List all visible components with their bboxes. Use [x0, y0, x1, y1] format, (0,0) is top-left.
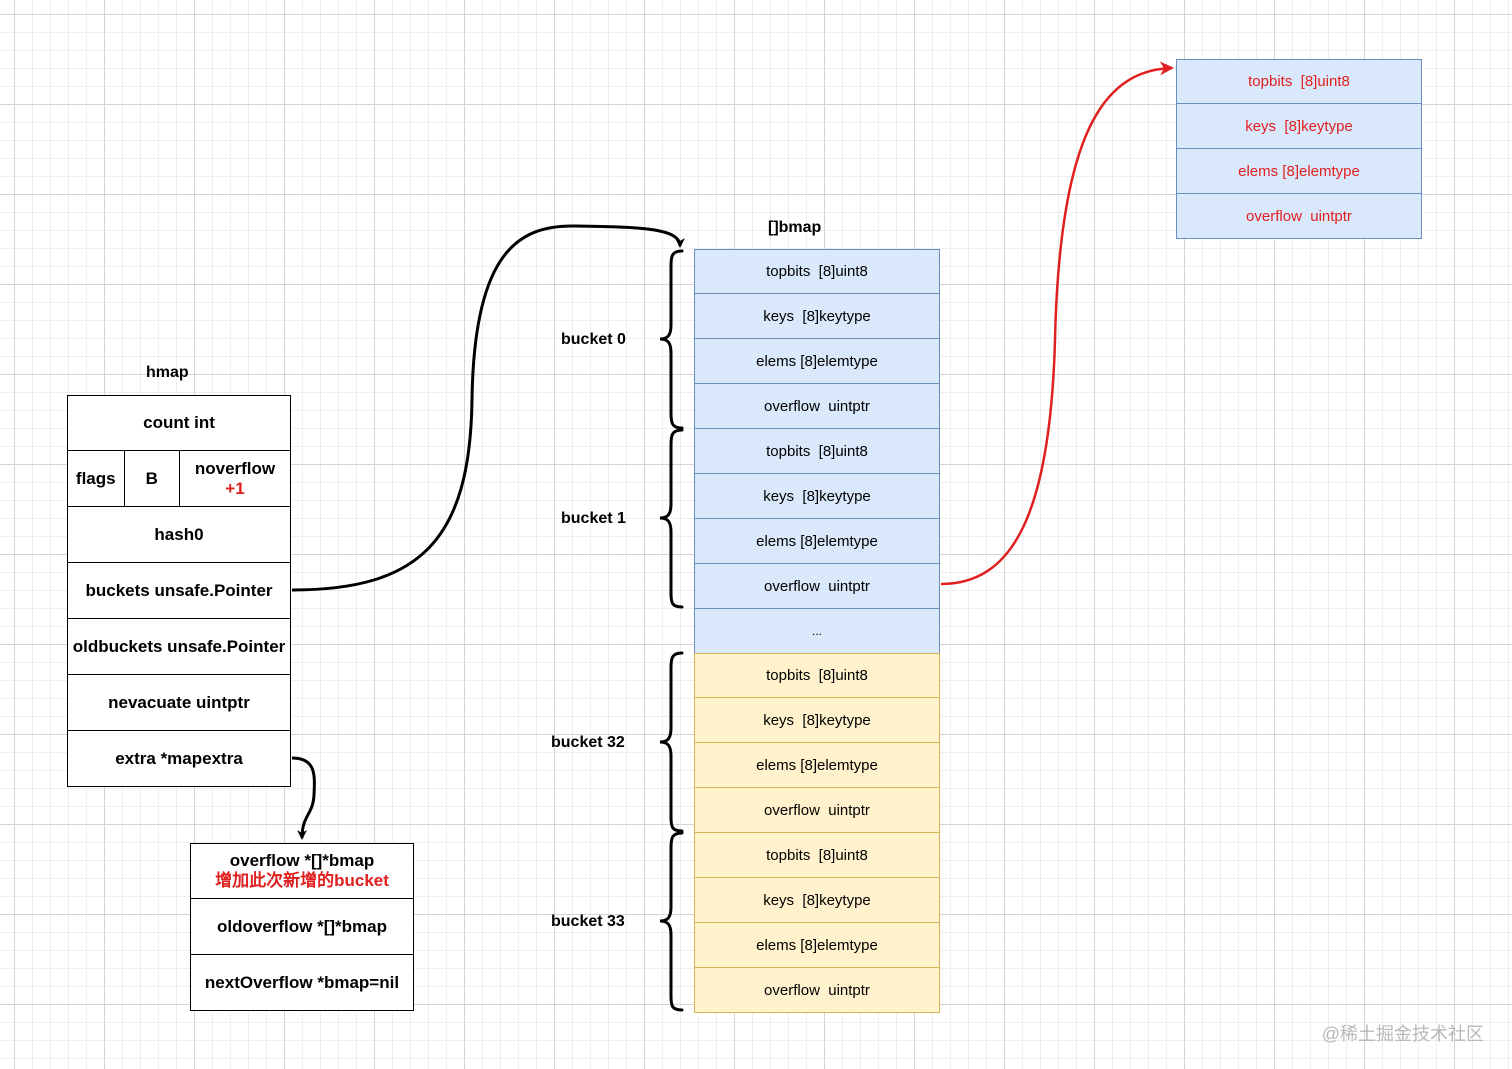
bmap-row: topbits [8]uint8	[694, 653, 940, 698]
hmap-struct: count int flags B noverflow +1 hash0 buc…	[67, 395, 291, 787]
watermark: @稀土掘金技术社区	[1321, 1024, 1484, 1044]
noverflow-label: noverflow	[194, 458, 276, 478]
brace-bucket-0	[659, 249, 684, 430]
overflow-bucket: topbits [8]uint8 keys [8]keytype elems […	[1176, 59, 1422, 239]
bmap-row: overflow uintptr	[694, 564, 940, 609]
bucket-label-1: bucket 1	[561, 510, 626, 527]
bmap-row: keys [8]keytype	[694, 698, 940, 743]
bmap-row: overflow uintptr	[694, 788, 940, 833]
mapextra-struct: overflow *[]*bmap 增加此次新增的bucket oldoverf…	[190, 843, 414, 1011]
hmap-field-noverflow: noverflow +1	[179, 451, 290, 506]
overflow-bucket-row: elems [8]elemtype	[1176, 149, 1422, 194]
extra-pointer-arrow	[291, 756, 316, 840]
bmap-row: topbits [8]uint8	[694, 429, 940, 474]
hmap-field-flags: flags	[75, 468, 116, 488]
bmap-array-blue: topbits [8]uint8 keys [8]keytype elems […	[694, 249, 940, 654]
hmap-field-count: count int	[67, 395, 291, 451]
mapextra-field-oldoverflow: oldoverflow *[]*bmap	[190, 899, 414, 955]
overflow-bucket-row: keys [8]keytype	[1176, 104, 1422, 149]
brace-bucket-32	[659, 651, 684, 833]
hmap-field-B: B	[123, 451, 180, 506]
hmap-field-row-flags: flags B noverflow +1	[67, 451, 291, 507]
buckets-pointer-arrow	[291, 224, 685, 592]
bmap-array-yellow: topbits [8]uint8 keys [8]keytype elems […	[694, 653, 940, 1013]
bmap-row: overflow uintptr	[694, 968, 940, 1013]
noverflow-increment-note: +1	[225, 478, 245, 498]
bmap-row-ellipsis: ...	[694, 609, 940, 654]
hmap-title: hmap	[146, 364, 189, 381]
bmap-row: keys [8]keytype	[694, 474, 940, 519]
bmap-row: overflow uintptr	[694, 384, 940, 429]
bucket-label-0: bucket 0	[561, 331, 626, 348]
bmap-row: topbits [8]uint8	[694, 249, 940, 294]
bmap-row: keys [8]keytype	[694, 294, 940, 339]
brace-bucket-33	[659, 831, 684, 1012]
mapextra-field-overflow: overflow *[]*bmap 增加此次新增的bucket	[190, 843, 414, 899]
brace-bucket-1	[659, 428, 684, 609]
bmap-row: keys [8]keytype	[694, 878, 940, 923]
mapextra-overflow-note: 增加此次新增的bucket	[215, 871, 389, 890]
overflow-pointer-arrow	[940, 61, 1174, 586]
overflow-bucket-row: topbits [8]uint8	[1176, 59, 1422, 104]
mapextra-field-nextoverflow: nextOverflow *bmap=nil	[190, 955, 414, 1011]
bmap-row: topbits [8]uint8	[694, 833, 940, 878]
hmap-field-nevacuate: nevacuate uintptr	[67, 675, 291, 731]
mapextra-overflow-label: overflow *[]*bmap	[229, 851, 375, 870]
hmap-field-extra: extra *mapextra	[67, 731, 291, 787]
bmap-row: elems [8]elemtype	[694, 923, 940, 968]
bucket-label-33: bucket 33	[551, 913, 625, 930]
hmap-field-hash0: hash0	[67, 507, 291, 563]
bmap-row: elems [8]elemtype	[694, 339, 940, 384]
bucket-label-32: bucket 32	[551, 734, 625, 751]
bmap-row: elems [8]elemtype	[694, 519, 940, 564]
hmap-field-oldbuckets: oldbuckets unsafe.Pointer	[67, 619, 291, 675]
bmap-title: []bmap	[768, 219, 822, 236]
hmap-field-buckets: buckets unsafe.Pointer	[67, 563, 291, 619]
overflow-bucket-row: overflow uintptr	[1176, 194, 1422, 239]
bmap-row: elems [8]elemtype	[694, 743, 940, 788]
